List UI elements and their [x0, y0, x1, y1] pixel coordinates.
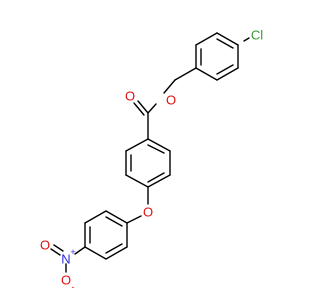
- ester-oxygen-label: O: [166, 93, 176, 108]
- chemical-structure: Cl O O O N + O O -: [40, 28, 263, 293]
- nitro-nitrogen-charge: +: [70, 247, 75, 257]
- chlorine-label: Cl: [251, 28, 263, 43]
- ether-oxygen-label: O: [143, 205, 153, 220]
- bonds: [50, 32, 250, 273]
- nitro-oxygen-bottom-label: O: [61, 273, 71, 288]
- nitro-nitrogen-label: N: [61, 252, 70, 267]
- nitro-oxygen-bottom-charge: -: [72, 282, 75, 292]
- ester-carbonyl-oxygen-label: O: [125, 89, 135, 104]
- nitro-oxygen-top-label: O: [40, 238, 50, 253]
- atom-labels: Cl O O O N + O O -: [40, 28, 263, 293]
